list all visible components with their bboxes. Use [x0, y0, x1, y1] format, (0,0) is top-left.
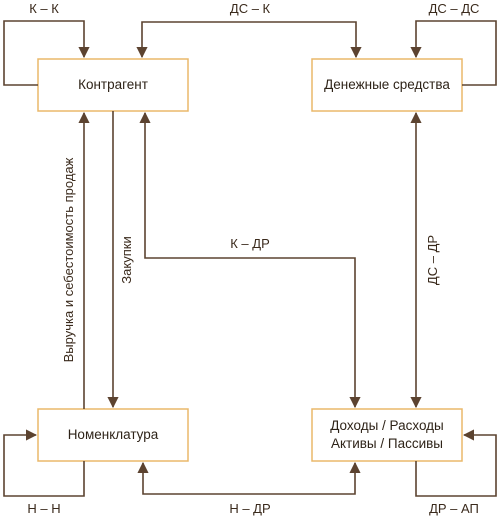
edge-n-dr-label: Н – ДР: [229, 501, 270, 516]
edge-purchases-label: Закупки: [119, 236, 134, 283]
box-cash: Денежные средства: [311, 58, 463, 112]
box-income-assets: Доходы / Расходы Активы / Пассивы: [311, 408, 463, 462]
edge-k-k: [3, 20, 90, 86]
edge-k-dr-label: К – ДР: [230, 236, 270, 251]
box-income-label-line2: Активы / Пассивы: [331, 436, 443, 451]
box-income-label-line1: Доходы / Расходы: [330, 418, 444, 433]
edge-dr-ap-label: ДР – АП: [429, 501, 479, 516]
box-counterparty: Контрагент: [37, 58, 189, 112]
edge-ds-ds: [410, 20, 497, 86]
edge-k-dr: [139, 111, 361, 409]
edge-ds-k: [136, 21, 362, 59]
edge-ds-ds-label: ДС – ДС: [429, 1, 480, 16]
edge-n-dr: [137, 461, 361, 495]
edge-revenue-label: Выручка и себестоимость продаж: [61, 157, 76, 362]
edge-dr-ap: [415, 429, 497, 497]
edge-n-n: [3, 429, 85, 497]
box-nomenclature-label: Номенклатура: [68, 427, 159, 442]
edge-n-n-label: Н – Н: [27, 501, 60, 516]
edge-ds-dr-label: ДС – ДР: [425, 235, 440, 285]
box-nomenclature: Номенклатура: [37, 408, 189, 462]
box-counterparty-label: Контрагент: [78, 77, 148, 92]
edge-ds-k-label: ДС – К: [230, 1, 271, 16]
edge-k-k-label: К – К: [29, 1, 59, 16]
box-cash-label: Денежные средства: [324, 77, 450, 92]
